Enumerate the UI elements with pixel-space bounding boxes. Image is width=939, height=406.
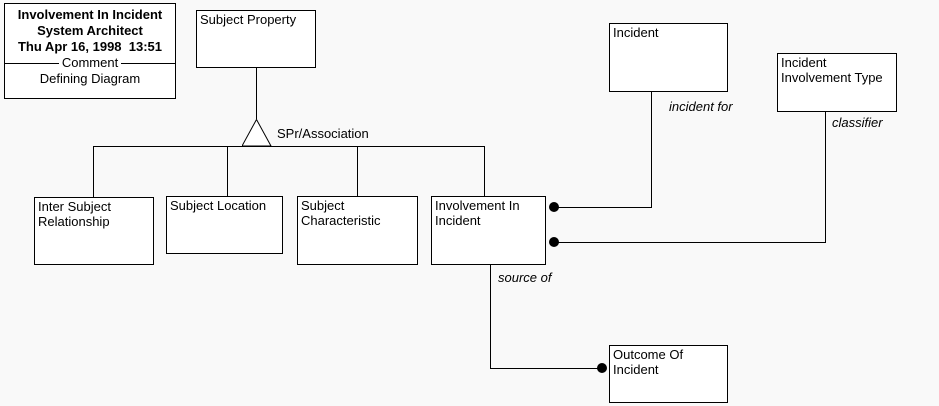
edge-source-of-horizontal: [490, 368, 602, 369]
fork-triangle-icon: [242, 119, 272, 147]
edge-label-spr-association: SPr/Association: [277, 126, 369, 141]
node-inter-subject-relationship[interactable]: Inter Subject Relationship: [34, 197, 154, 265]
connector-dot-classifier: [549, 237, 559, 247]
diagram-title-box: Involvement In Incident System Architect…: [4, 3, 176, 99]
node-subject-property[interactable]: Subject Property: [196, 10, 316, 68]
edge-drop-involvement-in-incident: [484, 146, 485, 196]
node-incident-involvement-type[interactable]: Incident Involvement Type: [777, 53, 897, 112]
comment-divider-label: Comment: [61, 55, 119, 70]
edge-classifier-horizontal: [554, 242, 826, 243]
edge-drop-subject-location: [227, 146, 228, 196]
node-incident[interactable]: Incident: [609, 23, 728, 92]
divider-rule-right: [121, 62, 176, 64]
edge-drop-inter-subject-relationship: [93, 146, 94, 197]
edge-label-classifier: classifier: [832, 115, 883, 130]
comment-divider: Comment: [5, 55, 176, 71]
edge-incident-vertical: [651, 92, 652, 208]
node-involvement-in-incident[interactable]: Involvement In Incident: [431, 196, 546, 265]
divider-rule-left: [5, 62, 59, 64]
node-subject-characteristic[interactable]: Subject Characteristic: [297, 196, 418, 265]
node-outcome-of-incident[interactable]: Outcome Of Incident: [609, 345, 728, 403]
edge-incident-horizontal: [554, 207, 652, 208]
edge-fork-horizontal: [93, 146, 485, 147]
connector-dot-incident: [549, 202, 559, 212]
edge-label-source-of: source of: [498, 270, 552, 285]
diagram-title: Involvement In Incident: [17, 7, 163, 22]
edge-source-of-vertical: [490, 265, 491, 369]
node-subject-location[interactable]: Subject Location: [166, 196, 283, 254]
connector-dot-source-of: [597, 363, 607, 373]
tool-name: System Architect: [37, 23, 143, 38]
edge-drop-subject-characteristic: [357, 146, 358, 196]
edge-classifier-vertical: [825, 112, 826, 243]
edge-label-incident-for: incident for: [669, 99, 733, 114]
comment-text: Defining Diagram: [39, 71, 141, 86]
diagram-timestamp: Thu Apr 16, 1998 13:51: [17, 39, 163, 54]
edge-subject-property-stem: [256, 68, 257, 119]
